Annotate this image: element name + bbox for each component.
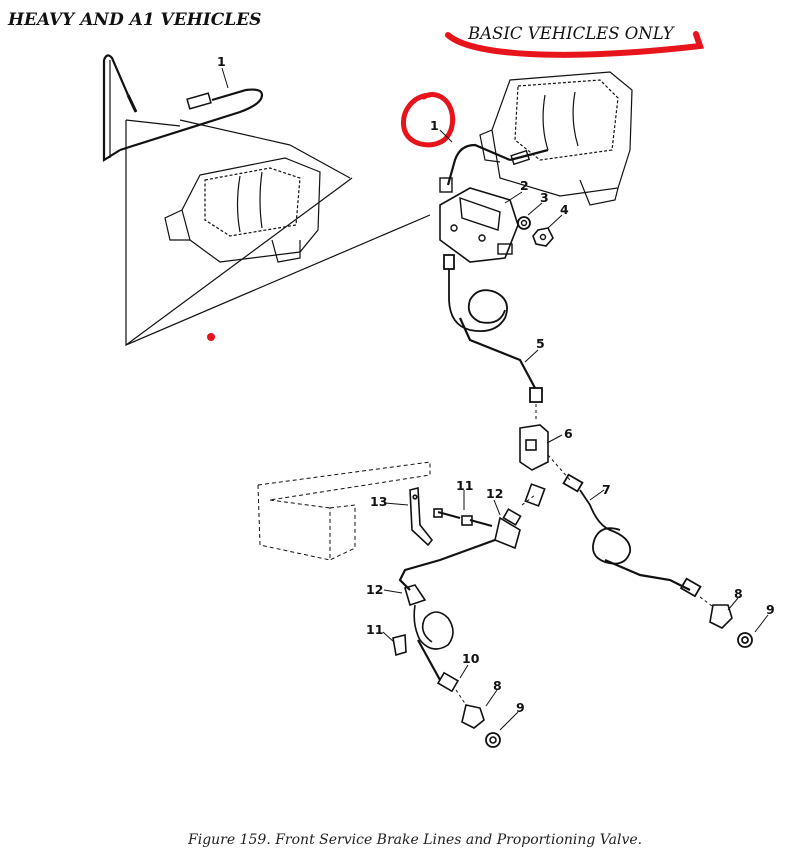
callout-9-right: 9 [766, 602, 775, 617]
heavy-inset-group [102, 54, 431, 347]
callout-9-left: 9 [516, 700, 525, 715]
callout-8-left: 8 [493, 678, 502, 693]
callout-10: 10 [462, 651, 480, 666]
brake-line-5 [443, 254, 543, 420]
callout-8-right: 8 [734, 586, 743, 601]
proportioning-valve-group [439, 143, 554, 263]
callout-3: 3 [540, 190, 549, 205]
callout-11-top: 11 [456, 478, 473, 493]
left-branch-group [392, 483, 546, 748]
basic-vehicles-title: BASIC VEHICLES ONLY [468, 24, 674, 43]
brake-line-7 [562, 473, 753, 648]
callout-13: 13 [370, 494, 387, 509]
callout-12-bottom: 12 [366, 582, 383, 597]
callout-11-bottom: 11 [366, 622, 383, 637]
heavy-a1-vehicles-title: HEAVY AND A1 VEHICLES [8, 10, 262, 30]
junction-block-6 [519, 424, 571, 481]
callout-12-top: 12 [486, 486, 503, 501]
callout-7: 7 [602, 482, 611, 497]
leader-lines [221, 67, 769, 731]
figure-caption: Figure 159. Front Service Brake Lines an… [188, 832, 643, 848]
callout-2: 2 [520, 178, 529, 193]
callout-6: 6 [564, 426, 573, 441]
callout-4: 4 [560, 202, 569, 217]
red-circle-annotation [401, 92, 456, 148]
callout-5: 5 [536, 336, 545, 351]
basic-master-cylinder [479, 71, 633, 206]
red-dot-annotation [207, 333, 215, 341]
red-underline-annotation [445, 31, 705, 58]
frame-rail [257, 461, 431, 561]
callout-1-basic: 1 [430, 118, 439, 133]
callout-1-heavy: 1 [217, 54, 226, 69]
